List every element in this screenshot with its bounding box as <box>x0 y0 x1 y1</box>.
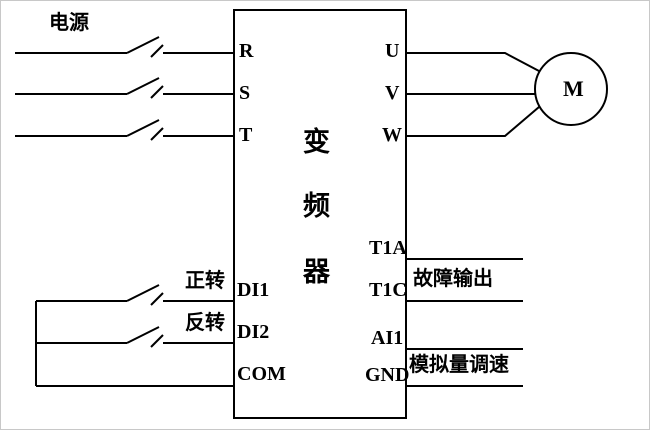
terminal-di2: DI2 <box>237 321 270 343</box>
terminal-t: T <box>239 124 253 146</box>
terminal-t1a: T1A <box>369 237 407 259</box>
forward-rotation-label: 正转 <box>185 270 225 292</box>
inverter-box <box>233 9 407 419</box>
analog-speed-label: 模拟量调速 <box>409 354 509 376</box>
terminal-s: S <box>239 82 251 104</box>
power-input-wires <box>15 36 234 141</box>
analog-wires <box>407 348 523 387</box>
inverter-title-char-2: 频 <box>303 191 330 221</box>
terminal-com: COM <box>237 363 286 385</box>
motor-output-wires <box>407 52 540 137</box>
terminal-gnd: GND <box>365 364 410 386</box>
terminal-di1: DI1 <box>237 279 270 301</box>
inverter-title-char-1: 变 <box>303 127 330 157</box>
terminal-w: W <box>382 124 402 146</box>
motor-label: M <box>563 76 584 101</box>
power-source-label: 电源 <box>49 12 89 34</box>
terminal-t1c: T1C <box>369 279 407 301</box>
inverter-title-char-3: 器 <box>303 257 330 287</box>
motor-circle <box>534 52 608 126</box>
terminal-r: R <box>239 40 254 62</box>
terminal-ai1: AI1 <box>371 327 404 349</box>
reverse-rotation-label: 反转 <box>185 312 225 334</box>
fault-output-wires <box>407 258 523 302</box>
control-input-wires <box>35 284 234 387</box>
terminal-v: V <box>385 82 400 104</box>
terminal-u: U <box>385 40 400 62</box>
fault-output-label: 故障输出 <box>413 268 493 290</box>
